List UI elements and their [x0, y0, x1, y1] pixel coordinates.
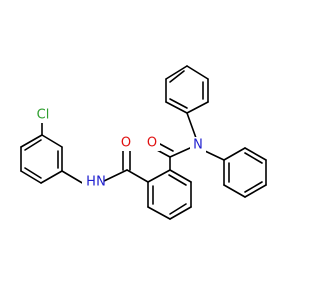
bond [186, 112, 197, 139]
bond [20, 134, 43, 148]
bond [244, 181, 263, 193]
amide-nitrogen-right: N [190, 137, 206, 153]
bond [156, 149, 171, 158]
bond [169, 147, 191, 158]
bond [24, 167, 42, 179]
bond [244, 147, 267, 161]
bond [147, 206, 171, 220]
bond [147, 169, 171, 183]
bond [186, 101, 209, 114]
bond [169, 70, 185, 83]
atom-labels: Cl N H O O N [32, 107, 206, 190]
oxygen-label: O [121, 136, 131, 151]
oxygen-label: O [147, 136, 157, 151]
bond [126, 169, 149, 183]
bond [165, 65, 188, 80]
bond [168, 174, 187, 186]
bond [24, 139, 42, 151]
bond [169, 203, 187, 215]
bond [41, 134, 63, 148]
bond [244, 152, 263, 164]
carbonyl-oxygen-right: O [145, 135, 160, 151]
bond [186, 65, 209, 80]
bond [20, 170, 42, 184]
bond [169, 206, 192, 220]
bond [165, 101, 188, 114]
bond [40, 170, 63, 184]
molecule-structure: Cl N H O O N [20, 65, 267, 220]
bond [159, 143, 174, 152]
bond [223, 184, 246, 198]
bond [169, 98, 188, 109]
chlorine-atom: Cl [32, 107, 54, 123]
hydrogen-label: H [86, 175, 96, 190]
carbonyl-oxygen-left: O [119, 135, 134, 151]
bonds [20, 65, 267, 220]
bond [169, 169, 192, 183]
bond [244, 184, 267, 198]
nitrogen-label: N [96, 175, 106, 190]
nitrogen-label: N [193, 138, 203, 153]
bond [223, 147, 246, 161]
amide-nitrogen-left: N H [82, 174, 106, 190]
bond [61, 170, 85, 185]
chlorine-label: Cl [37, 108, 50, 123]
bond [103, 169, 128, 182]
bond [204, 150, 225, 161]
